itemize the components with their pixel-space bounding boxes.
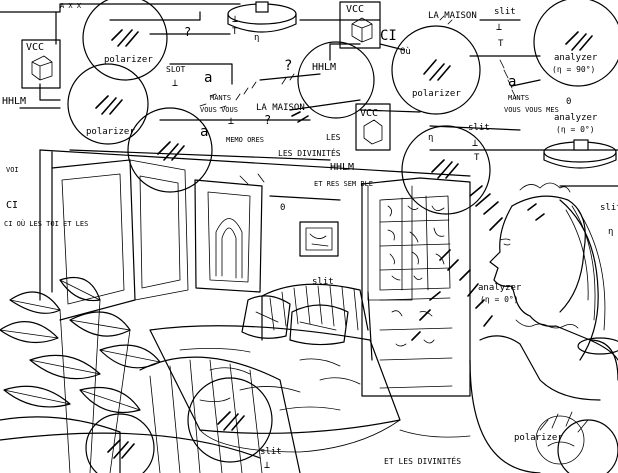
et-res-sem-ble-label: ET RES SEM BLE xyxy=(314,180,373,188)
question-mark: ? xyxy=(184,25,191,39)
question-mark: ? xyxy=(284,58,292,74)
analyzer-angle-label: (η = 0°) xyxy=(480,295,519,304)
la-maison-label: LA MAISON xyxy=(256,103,305,113)
room-interior xyxy=(0,149,471,473)
les-divinites-label: LES DIVINITÉS xyxy=(278,147,341,158)
potted-plant xyxy=(0,276,161,473)
et-les-divinites-label: ET LES DIVINITÉS xyxy=(384,455,461,466)
small-motifs xyxy=(199,15,545,341)
vous-vous-label: VOUS VOUS xyxy=(200,106,238,114)
zero-symbol: 0 xyxy=(566,97,571,107)
perp-symbol: ⊥ xyxy=(472,138,478,149)
ci-label: CI xyxy=(6,200,18,211)
eta-symbol: η xyxy=(428,133,433,143)
eta-symbol: η xyxy=(608,227,613,237)
slit-label: slit xyxy=(468,123,490,133)
la-maison-label: LA MAISON xyxy=(428,11,477,21)
tee-symbol: T xyxy=(232,27,238,37)
perp-symbol: ⊥ xyxy=(496,22,502,33)
vcc-label: VCC xyxy=(346,4,364,15)
question-mark: ? xyxy=(264,113,271,127)
slit-label: slit xyxy=(600,203,618,213)
perp-symbol: ⊥ xyxy=(232,14,238,25)
polarizer-label: polarizer xyxy=(412,89,461,99)
a-symbol: a xyxy=(200,124,208,140)
tee-symbol: T xyxy=(498,39,504,49)
hhlm-label: HHLM xyxy=(2,96,26,107)
slit-label: slit xyxy=(260,447,282,457)
ci-ou-les-label: CI OÙ LES TOI ET LES xyxy=(4,219,88,228)
vcc-boxes xyxy=(21,1,391,151)
polarizer-circles xyxy=(67,0,618,473)
analyzer-discs xyxy=(227,1,618,355)
polarizer-label: polarizer xyxy=(104,55,153,65)
mants-label: MANTS xyxy=(210,94,231,102)
slit-label: slit xyxy=(494,7,516,17)
eta-symbol: η xyxy=(254,33,259,43)
woman-profile xyxy=(469,182,618,473)
polarizer-label: polarizer xyxy=(86,127,135,137)
voi-label: VOI xyxy=(6,166,19,174)
analyzer-angle-label: (η = 0°) xyxy=(556,125,595,134)
analyzer-label: analyzer xyxy=(554,53,598,63)
slit-label: slit xyxy=(312,277,334,287)
analyzer-label: analyzer xyxy=(554,113,598,123)
tee-symbol: T xyxy=(474,153,480,163)
vcc-label: VCC xyxy=(360,108,378,119)
perp-symbol: ⊥ xyxy=(228,116,234,127)
ou-label: Où xyxy=(400,47,411,57)
perp-symbol: ⊥ xyxy=(172,78,178,89)
vous-vous-mes-label: VOUS VOUS MES xyxy=(504,106,559,114)
memo-ores-label: MEMO ORES xyxy=(226,136,264,144)
analyzer-angle-label: (η = 90°) xyxy=(552,65,595,74)
connection-wires xyxy=(0,3,618,201)
axx-label: A X X xyxy=(60,2,82,10)
zero-symbol: 0 xyxy=(280,203,285,213)
mants-label: MANTS xyxy=(508,94,529,102)
polarizer-label: polarizer xyxy=(514,433,563,443)
hhlm-label: HHLM xyxy=(330,162,354,173)
perp-symbol: ⊥ xyxy=(264,460,270,471)
slot-label: SLOT xyxy=(166,65,185,74)
a-symbol: a xyxy=(204,70,212,86)
analyzer-label: analyzer xyxy=(478,283,522,293)
ci-label: CI xyxy=(380,28,397,44)
hhlm-label: HHLM xyxy=(312,62,336,73)
a-symbol: a xyxy=(508,74,516,90)
vcc-label: VCC xyxy=(26,42,44,53)
les-label: LES xyxy=(326,133,341,142)
